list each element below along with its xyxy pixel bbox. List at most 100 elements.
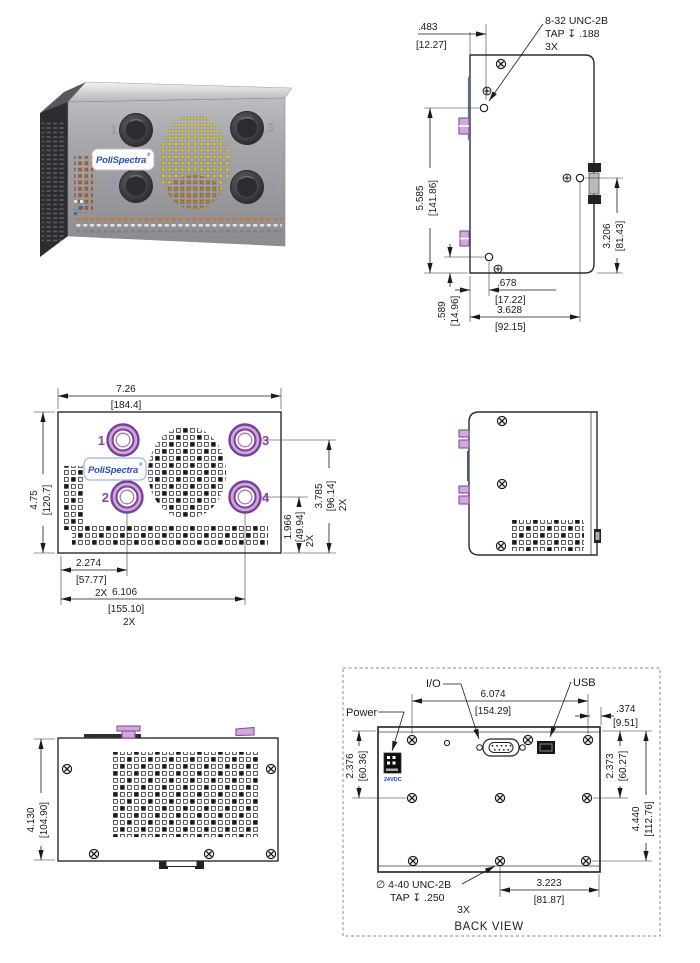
screw-icon xyxy=(407,855,419,867)
dim-mm: [104.90] xyxy=(39,802,50,838)
screw-icon xyxy=(265,848,277,860)
vent-holes-filled xyxy=(112,752,258,837)
dim-conn-3206: 3.206 [81.43] xyxy=(585,177,626,274)
enclosure-outline xyxy=(468,411,598,556)
status-led-block xyxy=(74,156,93,213)
dim-mm: [81.87] xyxy=(534,895,565,906)
tap-hole-icon xyxy=(493,264,503,274)
dim-height-5585: 5.585 [141.86] xyxy=(415,107,479,274)
dim-lower-1966: 1.966 [49.94] 2X xyxy=(262,496,316,553)
vent-holes-bottom-filled xyxy=(72,526,268,546)
screw-icon xyxy=(522,734,534,746)
screw-icon xyxy=(203,848,215,860)
dim-inch: 4.440 xyxy=(631,806,642,831)
note-tap-8-32: 8-32 UNC-2B TAP ↧ .188 3X xyxy=(488,15,608,102)
speaker-grille xyxy=(148,426,226,519)
port-number: 2 xyxy=(110,179,117,193)
port-number: 1 xyxy=(110,123,117,137)
dim-mm: [17.22] xyxy=(495,295,526,306)
dim-mm: [154.29] xyxy=(475,706,511,717)
dim-mm: [60.36] xyxy=(358,750,369,781)
port-number: 3 xyxy=(267,121,274,135)
dim-offset-483: .483 [12.27] xyxy=(416,22,487,100)
render-3d: 1 3 2 4 PoliSpectra ® xyxy=(40,81,293,257)
speaker-grille-accent xyxy=(167,175,221,209)
registered-mark: ® xyxy=(139,461,143,467)
dim-mm: [184.4] xyxy=(111,400,142,411)
dim-height-475: 4.75 [120.7] xyxy=(29,411,55,554)
dim-inch: 4.130 xyxy=(26,807,37,832)
thru-hole-icon xyxy=(479,103,489,113)
port-number: 1 xyxy=(98,433,105,448)
port-ring-2 xyxy=(110,480,144,514)
screw-icon xyxy=(581,792,593,804)
dim-qty: 2X xyxy=(338,499,349,512)
logo: PoliSpectra ® xyxy=(83,457,147,481)
dim-inch: .589 xyxy=(437,301,448,321)
dim-inch: 4.75 xyxy=(29,490,40,510)
accent-dot xyxy=(74,212,77,215)
logo: PoliSpectra ® xyxy=(91,148,155,171)
dim-inch: 3.223 xyxy=(536,878,561,889)
dim-mm: [112.76] xyxy=(644,801,655,837)
front-view: 1 3 2 4 PoliSpectra ® 7.26 [184.4] 4.75 … xyxy=(29,384,349,628)
dim-mm: [14.96] xyxy=(450,295,461,326)
dim-upper-3785: 3.785 [96.14] 2X xyxy=(261,439,349,554)
vent-holes-left-filled xyxy=(64,466,84,530)
io-dsub-connector xyxy=(476,738,526,757)
tap-note-line1: 8-32 UNC-2B xyxy=(545,15,608,27)
port-knob-3 xyxy=(229,110,265,146)
dim-inch: 5.585 xyxy=(415,185,426,210)
label-power: Power xyxy=(346,707,405,752)
screw-icon xyxy=(88,848,100,860)
purple-clip xyxy=(459,230,470,247)
tap-note-line2: TAP ↧ .188 xyxy=(545,28,600,40)
dim-total-4440: 4.440 [112.76] xyxy=(592,731,655,862)
port-number: 2 xyxy=(102,490,109,505)
side-tab xyxy=(594,529,601,543)
label-power-text: Power xyxy=(346,707,378,719)
port-knob-4 xyxy=(229,169,265,205)
screw-icon xyxy=(496,478,508,490)
dim-left-2376: 2.376 [60.36] xyxy=(345,730,406,799)
dim-inch: 2.274 xyxy=(76,558,101,569)
dim-inch: 1.966 xyxy=(283,514,294,539)
port-ring-1 xyxy=(106,423,140,457)
tap-hole-icon xyxy=(562,173,572,183)
dim-holey-589: .589 [14.96] xyxy=(437,244,484,326)
dim-width-3628: 3.628 [92.15] xyxy=(470,182,581,333)
dim-inch: .678 xyxy=(497,278,517,289)
purple-clip xyxy=(458,429,470,449)
note-tap-4-40: ∅ 4-40 UNC-2B TAP ↧ .250 3X xyxy=(376,865,496,916)
screw-icon xyxy=(494,792,506,804)
brand-name: PoliSpectra xyxy=(96,155,146,166)
dim-inch: 3.785 xyxy=(314,483,325,508)
screw-icon xyxy=(582,734,594,746)
bottom-vent-row xyxy=(74,224,282,229)
thru-hole-icon xyxy=(484,252,494,262)
thru-hole-icon xyxy=(575,173,585,183)
screw-icon xyxy=(406,734,418,746)
dim-usb-374: .374 [9.51] xyxy=(575,704,638,729)
left-side-view xyxy=(458,411,601,556)
dim-inch: 3.628 xyxy=(497,305,522,316)
port-number: 3 xyxy=(262,433,269,448)
dim-holex-678: .678 [17.22] xyxy=(455,262,556,322)
bottom-vent-row xyxy=(74,218,282,223)
label-usb-text: USB xyxy=(573,677,596,689)
screw-icon xyxy=(265,763,277,775)
screw-icon xyxy=(495,540,507,552)
registered-mark: ® xyxy=(147,151,151,157)
panel-edge-accent xyxy=(467,451,470,481)
edge-connector-strip xyxy=(84,734,141,739)
port-number: 4 xyxy=(268,180,275,194)
power-connector: 24VDC xyxy=(383,752,402,783)
label-usb: USB xyxy=(549,677,596,738)
top-view: 4.130 [104.90] xyxy=(26,725,279,869)
port-knob-1 xyxy=(118,112,154,148)
screw-icon xyxy=(580,855,592,867)
dim-inch: 6.106 xyxy=(112,587,137,598)
dim-mm: [120.7] xyxy=(42,484,53,515)
